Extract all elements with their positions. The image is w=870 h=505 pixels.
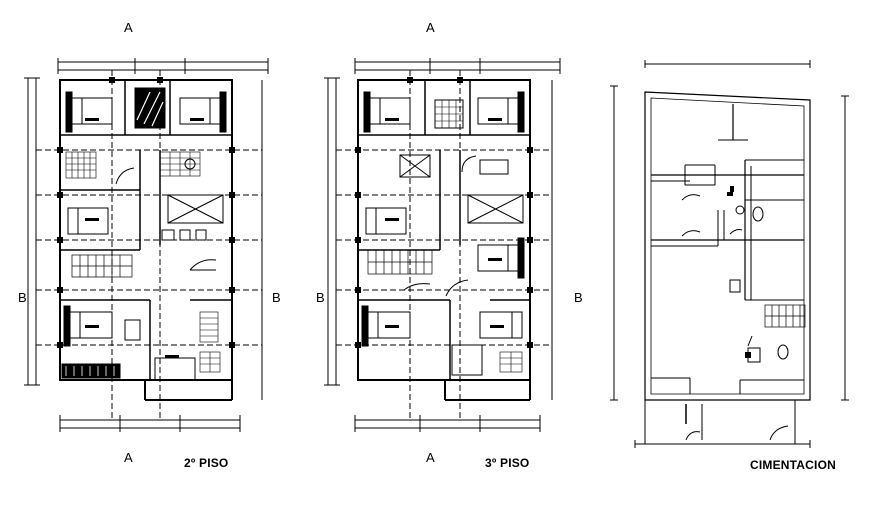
plan-title-3-piso: 3º PISO bbox=[485, 456, 530, 470]
axis-label-b-right-2: B bbox=[272, 290, 281, 305]
plan-title-cimentacion: CIMENTACION bbox=[750, 458, 836, 472]
axis-label-b-right-3: B bbox=[574, 290, 583, 305]
axis-label-b-left-2: B bbox=[18, 290, 27, 305]
axis-label-a-bottom-3: A bbox=[426, 450, 435, 465]
axis-label-b-left-3: B bbox=[316, 290, 325, 305]
plan-title-2-piso: 2º PISO bbox=[184, 456, 229, 470]
axis-label-a-bottom-2: A bbox=[124, 450, 133, 465]
plan-3-piso bbox=[324, 58, 561, 432]
plan-2-piso bbox=[24, 58, 269, 432]
axis-label-a-top-3: A bbox=[426, 20, 435, 35]
axis-label-a-top-2: A bbox=[124, 20, 133, 35]
plan-cimentacion bbox=[610, 60, 849, 448]
